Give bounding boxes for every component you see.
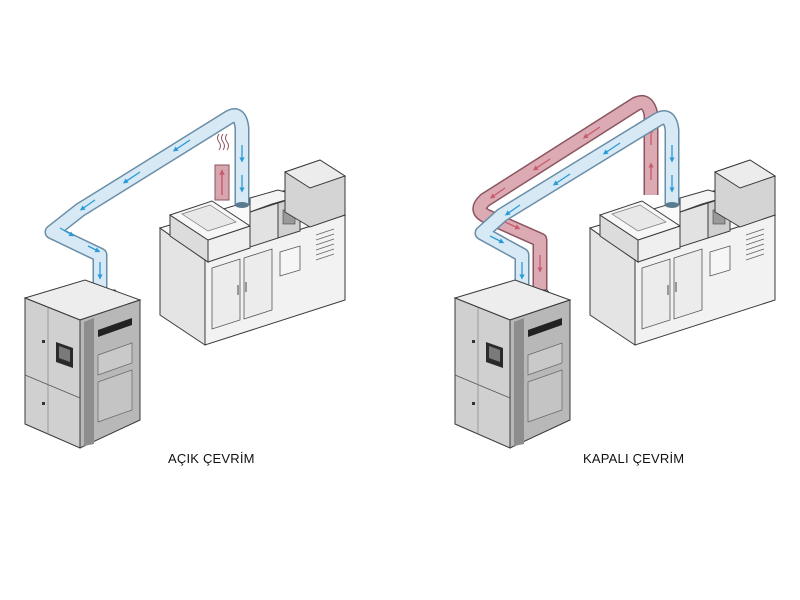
exhaust-stack xyxy=(214,133,230,201)
air-duct xyxy=(44,108,250,290)
return-duct xyxy=(472,94,659,290)
dryer-unit-closed xyxy=(453,279,572,449)
processing-machine-closed xyxy=(588,159,777,346)
closed-cycle-caption: KAPALI ÇEVRİM xyxy=(583,451,685,466)
supply-duct xyxy=(474,110,680,290)
processing-machine xyxy=(158,159,347,346)
dryer-unit xyxy=(23,279,142,449)
closed-cycle-panel xyxy=(453,94,777,449)
open-cycle-panel xyxy=(23,108,347,449)
open-cycle-caption: AÇIK ÇEVRİM xyxy=(168,451,255,466)
